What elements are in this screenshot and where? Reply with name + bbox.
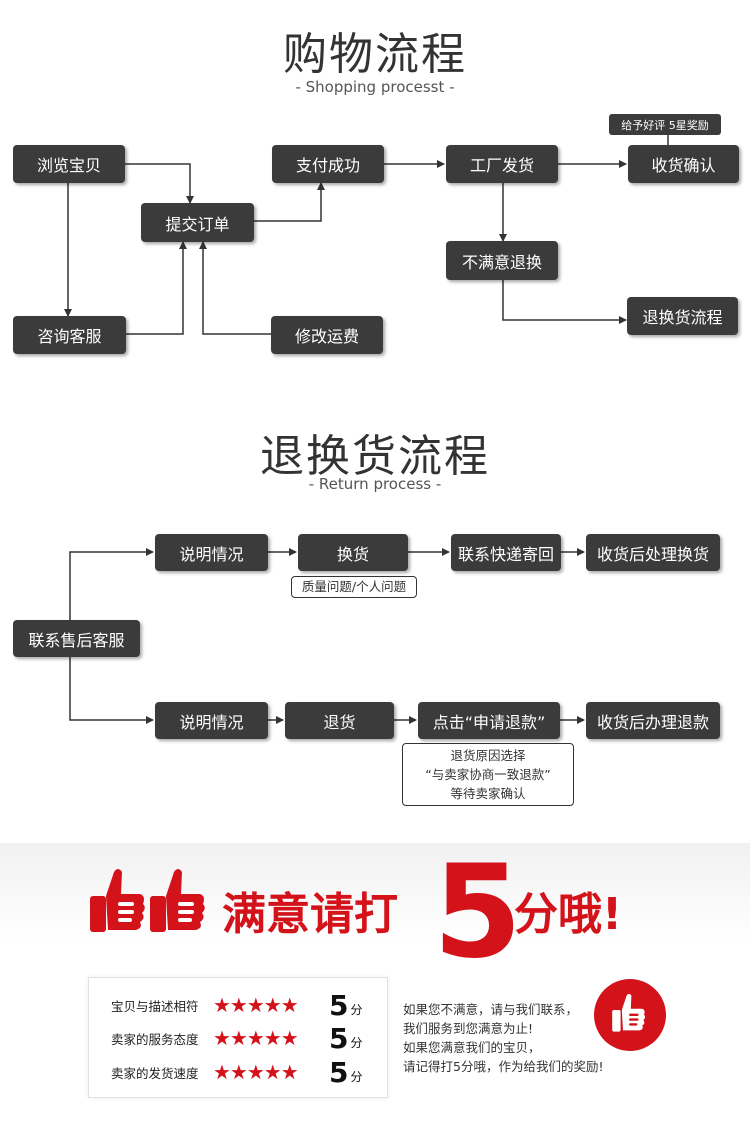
thumbs-up-badge-icon [594, 979, 666, 1051]
rating-unit: 分 [350, 1035, 363, 1050]
rating-row: 宝贝与描述相符 ★★★★★ 5 分 [111, 988, 363, 1022]
node-handle-exchange: 收货后处理换货 [586, 534, 720, 571]
refund-note-line-3: 等待卖家确认 [450, 786, 526, 801]
slogan-number: 5 [433, 838, 523, 987]
refund-note-line-1: 退货原因选择 [450, 748, 526, 763]
message-line: 请记得打5分哦，作为给我们的奖励! [403, 1059, 604, 1074]
exchange-note: 质量问题/个人问题 [291, 576, 417, 598]
node-unsatisfied: 不满意退换 [446, 241, 558, 280]
returns-subtitle: - Return process - [308, 475, 442, 493]
thumbs-up-icon [150, 869, 205, 932]
rating-row: 卖家的发货速度 ★★★★★ 5 分 [111, 1055, 363, 1089]
node-ship-back: 联系快递寄回 [451, 534, 561, 571]
shopping-title: 购物流程 [283, 29, 467, 80]
star-rating-icon: ★★★★★ [213, 1026, 299, 1050]
node-factory: 工厂发货 [446, 145, 558, 183]
rating-score: 5 [329, 1021, 349, 1055]
node-contact: 联系售后客服 [13, 620, 140, 657]
returns-title: 退换货流程 [260, 431, 490, 482]
node-exchange: 换货 [298, 534, 408, 571]
node-browse: 浏览宝贝 [13, 145, 125, 183]
thumbs-up-icon [90, 869, 145, 932]
rating-label: 宝贝与描述相符 [111, 998, 199, 1014]
node-explain-1: 说明情况 [155, 534, 268, 571]
arrow-consult-submit [126, 241, 187, 335]
slogan-right: 分哦! [514, 889, 623, 940]
rating-label: 卖家的服务态度 [111, 1031, 199, 1047]
rating-label: 卖家的发货速度 [111, 1065, 199, 1081]
refund-note-line-2: “与卖家协商一致退款” [425, 767, 551, 782]
arrow-submit-pay [254, 182, 325, 222]
star-rating-icon: ★★★★★ [213, 1060, 299, 1084]
arrow-browse-submit [125, 163, 194, 204]
shopping-subtitle: - Shopping processt - [295, 78, 455, 96]
arrow-modify-submit [199, 241, 271, 335]
rating-unit: 分 [350, 1069, 363, 1084]
refund-note: 退货原因选择 “与卖家协商一致退款” 等待卖家确认 [402, 743, 574, 806]
node-submit: 提交订单 [141, 203, 254, 242]
message-line: 如果您满意我们的宝贝， [403, 1040, 541, 1055]
rating-row: 卖家的服务态度 ★★★★★ 5 分 [111, 1021, 363, 1055]
node-click-apply: 点击“申请退款” [418, 702, 560, 739]
arrow-unsatisfied-return [502, 280, 627, 324]
node-explain-2: 说明情况 [155, 702, 268, 739]
node-modify: 修改运费 [271, 316, 383, 354]
node-receive: 收货确认 [628, 145, 739, 183]
rating-panel: 宝贝与描述相符 ★★★★★ 5 分 卖家的服务态度 ★★★★★ 5 分 卖家的发… [88, 977, 388, 1098]
node-handle-refund: 收货后办理退款 [586, 702, 720, 739]
rating-score: 5 [329, 988, 349, 1022]
node-refund: 退货 [285, 702, 394, 739]
message-line: 如果您不满意，请与我们联系， [403, 1002, 579, 1017]
reward-tag: 给予好评 5星奖励 [609, 114, 721, 135]
rating-score: 5 [329, 1055, 349, 1089]
thank-you-message: 如果您不满意，请与我们联系， 我们服务到您满意为止! 如果您满意我们的宝贝， 请… [403, 1000, 603, 1076]
rating-unit: 分 [350, 1002, 363, 1017]
star-rating-icon: ★★★★★ [213, 993, 299, 1017]
node-return-flow: 退换货流程 [627, 297, 738, 335]
node-consult: 咨询客服 [13, 316, 126, 354]
arrow-contact-explain1 [69, 548, 154, 621]
slogan-left: 满意请打 [222, 889, 398, 940]
arrow-contact-explain2 [69, 657, 154, 724]
node-pay: 支付成功 [272, 145, 384, 183]
message-line: 我们服务到您满意为止! [403, 1021, 534, 1036]
